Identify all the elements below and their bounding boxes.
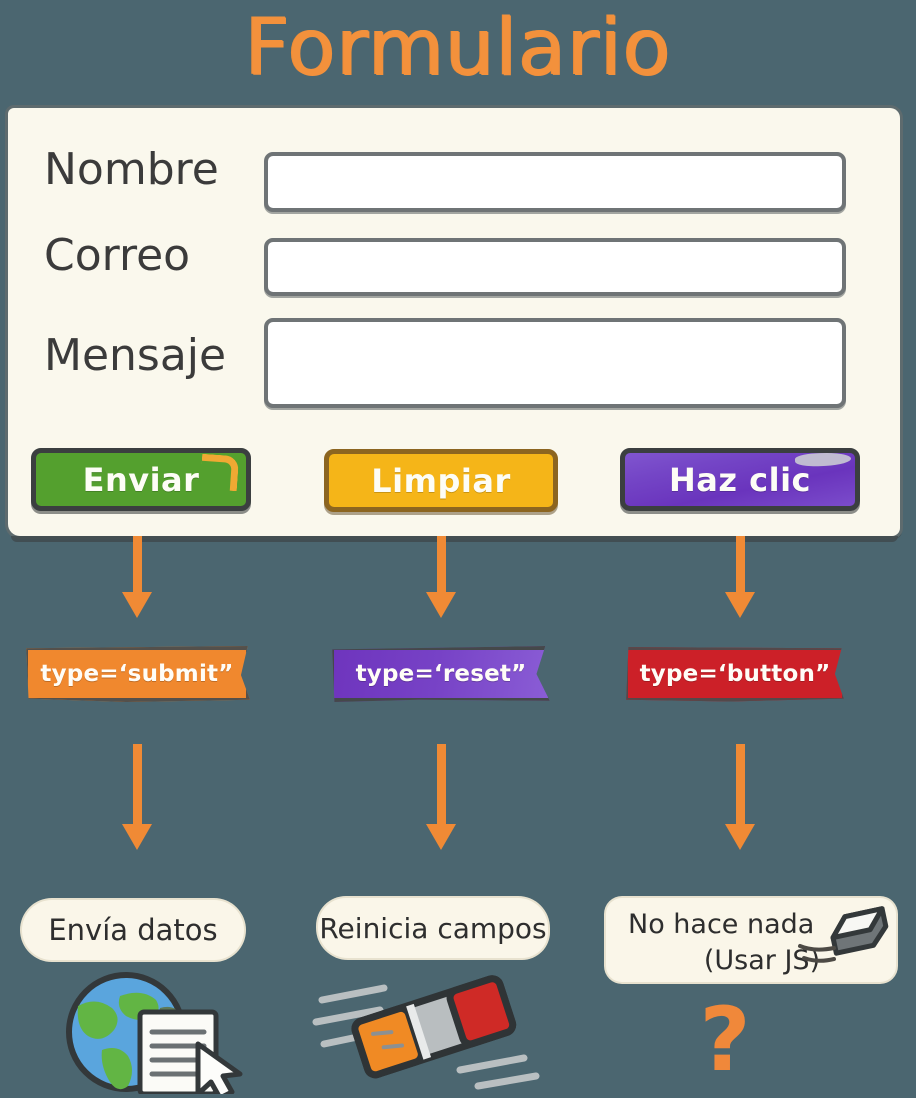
textarea-mensaje[interactable] bbox=[264, 318, 846, 408]
arrow-down-icon bbox=[122, 536, 152, 618]
tag-type-reset: type=‘reset” bbox=[332, 646, 550, 702]
outcome-label-button-line2: (Usar JS) bbox=[703, 945, 821, 976]
outcome-label-reset: Reinicia campos bbox=[319, 911, 547, 945]
outcome-bubble-submit: Envía datos bbox=[22, 900, 244, 960]
submit-button[interactable]: Enviar bbox=[31, 448, 251, 511]
tag-type-submit-label: type=‘submit” bbox=[40, 661, 234, 687]
arrow-down-icon bbox=[122, 744, 152, 852]
tag-type-button-label: type=‘button” bbox=[639, 661, 831, 687]
eraser-icon bbox=[310, 958, 550, 1094]
input-correo[interactable] bbox=[264, 238, 846, 296]
highlight-flourish-icon bbox=[199, 453, 240, 492]
sheen-highlight-icon bbox=[794, 451, 852, 468]
outcome-bubble-reset: Reinicia campos bbox=[318, 898, 548, 958]
input-nombre[interactable] bbox=[264, 152, 846, 212]
question-mark-icon: ? bbox=[699, 988, 751, 1091]
arrow-down-icon bbox=[725, 744, 755, 852]
motion-lines-icon bbox=[796, 940, 840, 966]
field-label-correo: Correo bbox=[44, 230, 191, 281]
reset-button-label: Limpiar bbox=[371, 461, 511, 500]
field-label-mensaje: Mensaje bbox=[44, 330, 227, 381]
outcome-label-submit: Envía datos bbox=[48, 913, 218, 947]
globe-document-cursor-icon bbox=[48, 962, 258, 1098]
tag-type-reset-label: type=‘reset” bbox=[355, 661, 527, 687]
outcome-label-button-line1: No hace nada bbox=[628, 909, 815, 940]
tag-type-button: type=‘button” bbox=[626, 647, 844, 702]
reset-button[interactable]: Limpiar bbox=[324, 449, 558, 512]
page-title: Formulario bbox=[244, 3, 672, 93]
small-eraser-icon bbox=[824, 902, 894, 958]
arrow-down-icon bbox=[426, 744, 456, 852]
submit-button-label: Enviar bbox=[82, 460, 200, 499]
tag-type-submit: type=‘submit” bbox=[26, 646, 250, 702]
arrow-down-icon bbox=[426, 536, 456, 618]
field-label-nombre: Nombre bbox=[44, 144, 219, 195]
plain-button[interactable]: Haz clic bbox=[620, 448, 860, 511]
plain-button-label: Haz clic bbox=[668, 460, 811, 499]
arrow-down-icon bbox=[725, 536, 755, 618]
